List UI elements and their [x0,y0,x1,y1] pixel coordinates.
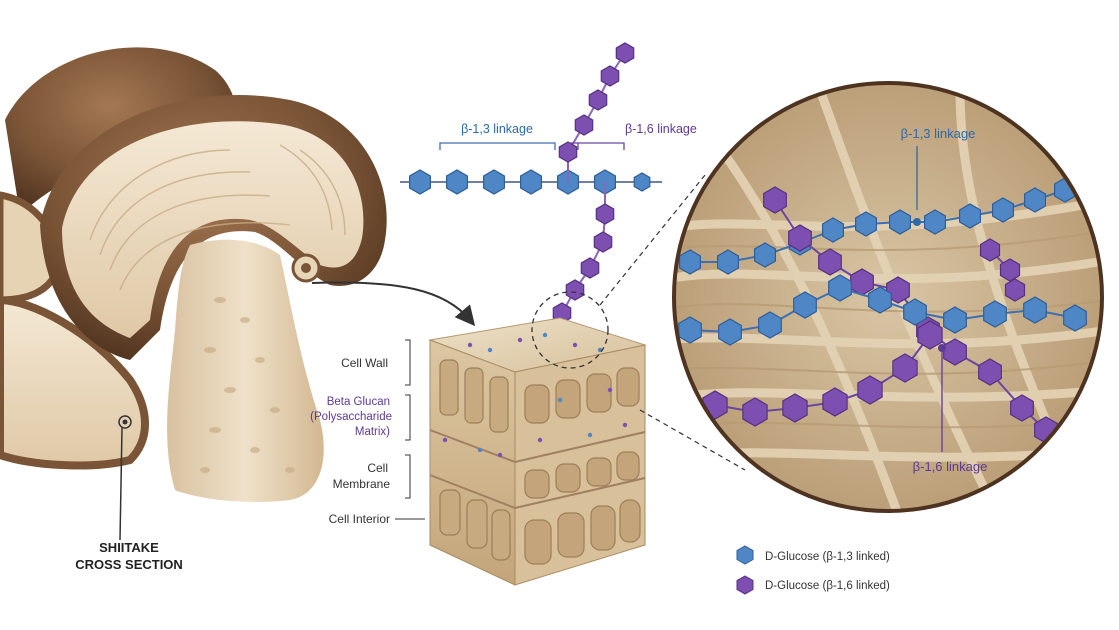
zoom-glucose-b13 [758,311,782,339]
zoom-glucose-b16 [782,393,808,423]
zoom-glucose-b13 [1023,296,1047,324]
shiitake-label-line1: SHIITAKE [99,540,159,555]
cell-compartments [524,367,641,565]
glucose-unit-b16 [588,89,608,111]
shiitake-label-line2: CROSS SECTION [75,557,183,572]
zoom-glucose-b13 [958,203,982,229]
zoom-glucose-b13 [793,291,817,319]
glucan-dots [442,332,628,458]
label-membrane-1: Cell [367,461,388,475]
glucose-unit-b16 [600,65,620,87]
zoom-glucose-b16 [999,258,1021,282]
zoom-glucose-b13 [1023,187,1047,213]
mushroom-stem [167,239,324,502]
zoom-chains [678,177,1087,444]
glucose-unit-b16 [580,257,600,279]
label-beta-glucan-1: Beta Glucan [327,396,390,408]
zoom-glucose-b13 [854,211,878,237]
cell-wall-block [428,317,647,586]
zoom-glucose-b16 [822,387,848,417]
chain-label-b16: β-1,6 linkage [625,122,697,136]
glucose-unit-b16 [565,279,585,301]
focus-circle [531,291,609,369]
zoom-glucose-b16 [1010,394,1034,422]
glucose-unit-b16 [595,203,615,225]
zoom-glucose-b16 [979,238,1001,262]
zoom-glucose-b13 [821,217,845,243]
glucose-unit-b16 [558,141,578,163]
layer-brackets [395,339,425,520]
gill-lines [89,144,346,291]
zoom-glucose-b13 [718,318,742,346]
label-membrane-2: Membrane [333,477,391,491]
zoom-glucose-b13 [678,316,702,344]
zoom-glucose-b13 [991,197,1015,223]
zoom-glucose-b16 [763,186,787,214]
zoom-glucose-b13 [678,249,702,275]
glucose-unit-b16 [615,42,635,64]
zoom-glucose-b13 [903,298,927,326]
main-cap-flesh [62,121,364,339]
zoom-glucose-b16 [917,320,943,350]
zoom-glucose-b16 [788,224,812,252]
glucose-unit-b13 [409,169,431,195]
stem-pores [200,297,295,473]
zoom-glucose-b13 [828,274,852,302]
glucose-unit-b13 [633,172,651,192]
shiitake-callout [118,415,132,541]
zoom-view [672,81,1104,513]
legend-b13-text: D-Glucose (β-1,3 linked) [765,551,890,563]
zoom-glucose-b13 [983,300,1007,328]
legend-b16-text: D-Glucose (β-1,6 linked) [765,580,890,592]
label-beta-glucan-2: (Polysaccharide [310,411,392,423]
zoom-glucose-b13 [923,209,947,235]
zoom-glucose-b13 [868,286,892,314]
zoom-glucose-b16 [943,338,967,366]
chain-label-b13: β-1,3 linkage [461,122,533,136]
zoom-glucose-b13 [1063,304,1087,332]
legend-blue-hexagon-icon [736,545,754,565]
glucose-unit-b13 [483,169,505,195]
arrow-to-block [311,281,476,327]
zoom-glucose-b13 [753,242,777,268]
label-cell-interior: Cell Interior [329,512,390,526]
zoom-connector-top [599,174,706,306]
zoom-label-b13: β-1,3 linkage [901,126,976,141]
zoom-glucose-b16 [1004,278,1026,302]
zoom-glucose-b13 [888,209,912,235]
glucose-unit-b16 [593,231,613,253]
linkage-brackets [439,142,625,150]
glucose-unit-b16 [574,114,594,136]
legend-purple-hexagon-icon [736,575,754,595]
zoom-label-b16: β-1,6 linkage [913,459,988,474]
zoom-glucose-b16 [978,358,1002,386]
zoom-glucose-b13 [716,249,740,275]
zoom-glucose-b16 [742,397,768,427]
zoom-glucose-b16 [857,375,883,405]
zoom-glucose-b16 [892,353,918,383]
shiitake-illustration [0,47,387,502]
left-slice [0,295,149,470]
glucose-unit-b13 [446,169,468,195]
glucose-unit-b13 [519,169,543,195]
zoom-glucose-b13 [943,306,967,334]
molecule-chain [400,42,662,324]
legend: D-Glucose (β-1,3 linked) D-Glucose (β-1,… [736,545,890,595]
zoom-glucose-b16 [818,248,842,276]
zoom-glucose-b16 [850,268,874,296]
label-beta-glucan-3: Matrix) [355,426,390,438]
zoom-connector-bottom [639,409,746,471]
label-cell-wall: Cell Wall [341,356,388,370]
